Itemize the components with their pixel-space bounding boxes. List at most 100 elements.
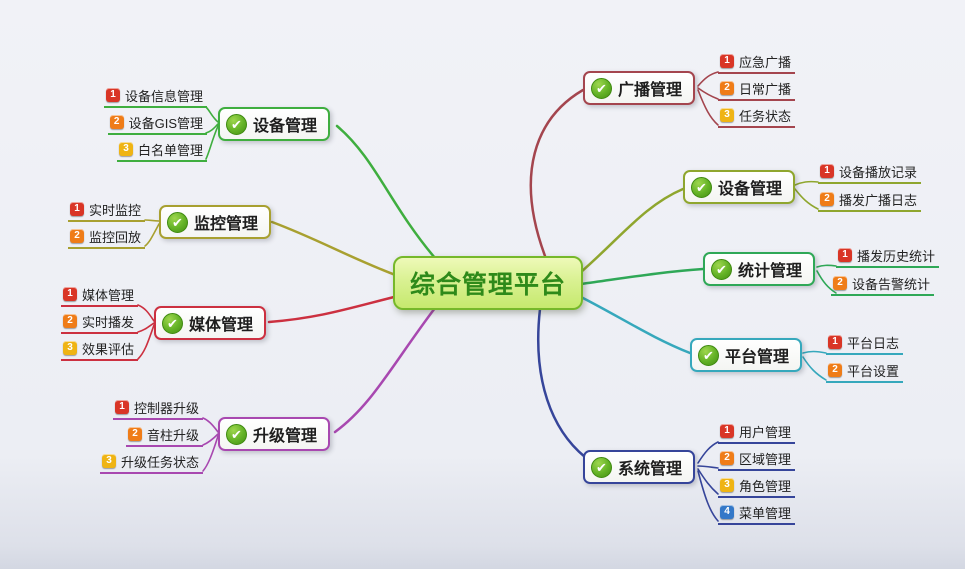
check-icon: ✔	[591, 77, 612, 99]
leaf-item[interactable]: 1 设备播放记录	[818, 162, 922, 184]
branch-stats-mgmt[interactable]: ✔ 统计管理	[703, 252, 816, 286]
branch-leaf-connector	[697, 71, 719, 87]
leaf-item[interactable]: 3 效果评估	[60, 339, 138, 361]
leaf-label: 效果评估	[81, 341, 134, 357]
leaf-label: 日常广播	[739, 81, 792, 97]
number-badge: 2	[720, 81, 734, 95]
leaf-item[interactable]: 2 设备GIS管理	[107, 113, 207, 135]
branch-platform-mgmt[interactable]: ✔ 平台管理	[690, 338, 803, 372]
branch-leaf-connector	[205, 125, 219, 160]
branch-leaf-connector	[137, 322, 155, 333]
branch-leaf-connector	[802, 350, 827, 354]
number-badge: 1	[114, 400, 129, 414]
leaf-item[interactable]: 3 角色管理	[718, 476, 796, 498]
connector-center-media	[267, 294, 400, 324]
leaf-item[interactable]: 4 菜单管理	[718, 503, 796, 525]
leaf-item[interactable]: 2 日常广播	[718, 79, 796, 101]
branch-leaf-connector	[794, 180, 819, 186]
check-icon: ✔	[162, 312, 183, 334]
branch-leaf-connector	[144, 223, 160, 247]
branch-leaf-connector	[697, 87, 719, 100]
connector-center-system	[536, 307, 587, 459]
leaf-label: 白名单管理	[137, 142, 203, 158]
number-badge: 2	[833, 276, 847, 290]
number-badge: 1	[820, 164, 834, 178]
leaf-label: 用户管理	[739, 424, 792, 440]
branch-leaf-connector	[202, 433, 219, 446]
connector-center-device-right	[579, 187, 685, 274]
branch-system-mgmt[interactable]: ✔ 系统管理	[583, 450, 696, 484]
leaf-item[interactable]: 2 区域管理	[718, 449, 796, 471]
leaf-label: 播发广播日志	[839, 192, 918, 208]
leaf-item[interactable]: 1 用户管理	[718, 422, 796, 444]
number-badge: 2	[69, 229, 84, 243]
leaf-item[interactable]: 1 播发历史统计	[836, 246, 940, 268]
branch-label: 平台管理	[725, 349, 790, 366]
number-badge: 3	[118, 142, 133, 156]
branch-leaf-connector	[205, 123, 219, 134]
branch-leaf-connector	[697, 465, 719, 469]
leaf-label: 角色管理	[739, 478, 792, 494]
branch-label: 广播管理	[618, 82, 683, 99]
leaf-item[interactable]: 1 平台日志	[826, 333, 904, 355]
branch-media-mgmt[interactable]: ✔ 媒体管理	[154, 306, 267, 340]
branch-label: 升级管理	[253, 428, 318, 445]
check-icon: ✔	[226, 113, 247, 135]
leaf-label: 设备GIS管理	[128, 115, 203, 131]
check-icon: ✔	[691, 176, 712, 198]
branch-upgrade-mgmt[interactable]: ✔ 升级管理	[218, 417, 331, 451]
leaf-label: 监控回放	[88, 229, 141, 245]
check-icon: ✔	[698, 344, 719, 366]
number-badge: 1	[720, 424, 734, 438]
leaf-item[interactable]: 3 白名单管理	[116, 140, 207, 162]
check-icon: ✔	[591, 456, 612, 478]
number-badge: 1	[828, 335, 842, 349]
leaf-item[interactable]: 1 实时监控	[67, 200, 145, 222]
branch-device-mgmt-left[interactable]: ✔ 设备管理	[218, 107, 331, 141]
connector-center-stats	[579, 267, 705, 286]
leaf-label: 音柱升级	[146, 427, 199, 443]
connector-center-monitor	[270, 220, 400, 278]
leaf-label: 平台设置	[847, 363, 900, 379]
leaf-label: 升级任务状态	[120, 454, 199, 470]
leaf-item[interactable]: 1 控制器升级	[112, 398, 203, 420]
number-badge: 1	[838, 248, 852, 262]
leaf-item[interactable]: 2 播发广播日志	[818, 190, 922, 212]
leaf-item[interactable]: 2 实时播发	[60, 312, 138, 334]
leaf-item[interactable]: 3 升级任务状态	[99, 452, 203, 474]
branch-broadcast-mgmt[interactable]: ✔ 广播管理	[583, 71, 696, 105]
branch-label: 监控管理	[194, 216, 259, 233]
leaf-label: 菜单管理	[739, 505, 792, 521]
leaf-label: 设备告警统计	[852, 276, 931, 292]
leaf-item[interactable]: 1 应急广播	[718, 52, 796, 74]
number-badge: 3	[62, 341, 77, 355]
leaf-item[interactable]: 3 任务状态	[718, 106, 796, 128]
branch-monitor-mgmt[interactable]: ✔ 监控管理	[159, 205, 272, 239]
leaf-item[interactable]: 2 监控回放	[67, 227, 145, 249]
branch-label: 统计管理	[738, 263, 803, 280]
branch-device-mgmt-right[interactable]: ✔ 设备管理	[683, 170, 796, 204]
leaf-item[interactable]: 2 设备告警统计	[831, 274, 935, 296]
number-badge: 1	[105, 88, 120, 102]
branch-label: 媒体管理	[189, 317, 254, 334]
number-badge: 1	[720, 54, 734, 68]
leaf-item[interactable]: 2 平台设置	[826, 361, 904, 383]
central-topic-label: 综合管理平台	[409, 271, 566, 299]
connector-center-device-left	[335, 124, 437, 260]
branch-label: 设备管理	[718, 181, 783, 198]
leaf-label: 实时播发	[81, 314, 134, 330]
leaf-label: 播发历史统计	[857, 248, 936, 264]
check-icon: ✔	[226, 423, 247, 445]
branch-leaf-connector	[802, 356, 827, 381]
leaf-item[interactable]: 1 媒体管理	[60, 285, 138, 307]
number-badge: 2	[109, 115, 124, 129]
connector-center-upgrade	[333, 306, 437, 434]
number-badge: 2	[820, 192, 834, 206]
leaf-label: 应急广播	[739, 54, 792, 70]
leaf-item[interactable]: 1 设备信息管理	[103, 86, 207, 108]
connector-center-platform	[579, 295, 692, 355]
leaf-item[interactable]: 2 音柱升级	[125, 425, 203, 447]
branch-leaf-connector	[202, 435, 219, 472]
check-icon: ✔	[167, 211, 188, 233]
central-topic[interactable]: 综合管理平台	[393, 256, 583, 310]
